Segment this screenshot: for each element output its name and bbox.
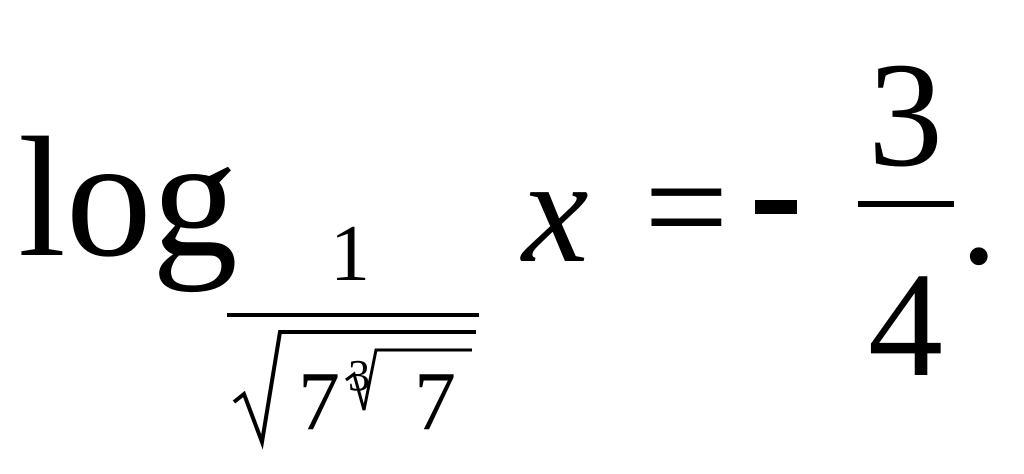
base-fraction-bar (227, 313, 479, 317)
cube-root-index: 3 (348, 351, 370, 400)
minus-sign (755, 200, 797, 214)
rhs-numerator: 3 (868, 32, 943, 198)
equals-sign: = (644, 124, 729, 290)
square-root-sign-icon (232, 330, 476, 450)
base-radicand-seven: 7 (298, 355, 340, 448)
cube-root-radicand-seven: 7 (414, 355, 456, 448)
base-numerator: 1 (330, 210, 370, 298)
log-function: log (18, 103, 238, 293)
variable-x: x (522, 128, 589, 294)
rhs-denominator: 4 (868, 242, 943, 408)
cube-root-sign-icon (345, 348, 472, 411)
rhs-fraction-bar (858, 201, 954, 207)
period: . (960, 130, 998, 296)
